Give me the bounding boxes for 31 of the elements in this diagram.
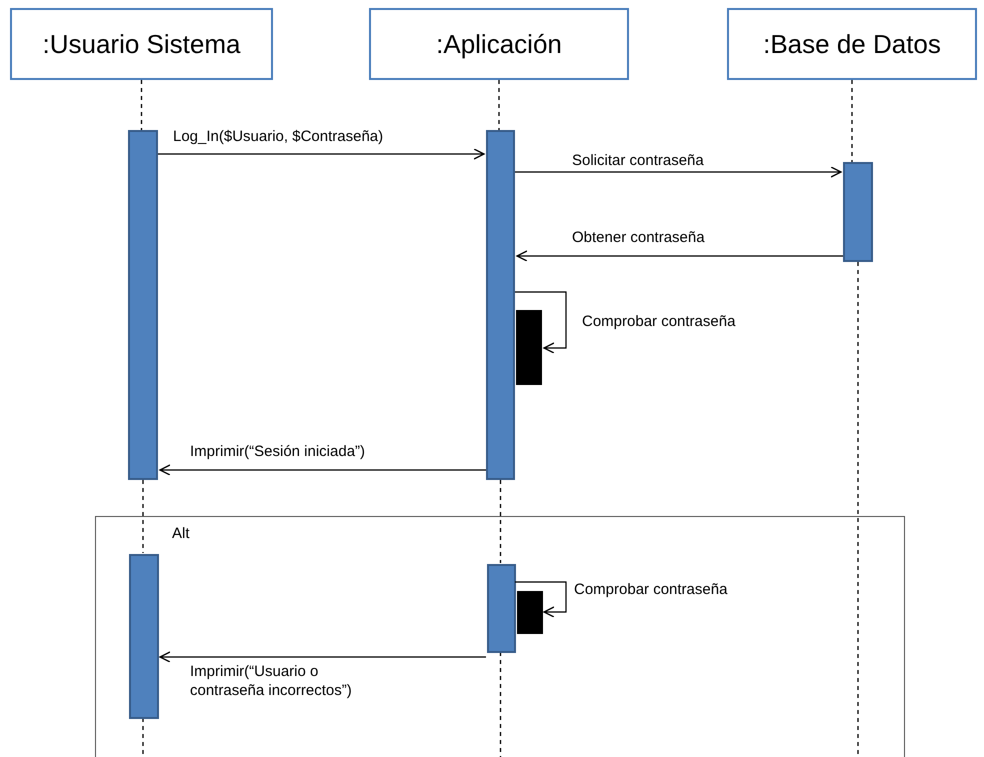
message-arrow: [515, 581, 567, 618]
lifeline: [142, 480, 144, 553]
activation-bar: [128, 130, 158, 480]
message-arrow: [515, 166, 842, 178]
message-arrow: [159, 464, 486, 476]
lifeline: [140, 80, 142, 130]
activation-bar: [487, 564, 516, 653]
edge-label: Log_In($Usuario, $Contraseña): [173, 127, 384, 146]
message-arrow: [515, 291, 567, 354]
alt-fragment-frame: [95, 516, 905, 757]
lifeline-header-box: :Aplicación: [369, 8, 629, 80]
lifeline: [857, 262, 859, 757]
lifeline-header-box: :Usuario Sistema: [10, 8, 273, 80]
message-arrow: [159, 651, 486, 663]
edge-label: Comprobar contraseña: [574, 580, 728, 599]
lifeline: [500, 480, 502, 563]
execution-block: [516, 310, 542, 385]
execution-block: [517, 591, 543, 634]
activation-bar: [486, 130, 515, 480]
edge-label: Imprimir(“Sesión iniciada”): [190, 442, 366, 461]
message-arrow: [516, 250, 843, 262]
activation-bar: [129, 554, 159, 719]
fragment-label: Alt: [172, 525, 190, 542]
lifeline: [851, 80, 853, 162]
lifeline: [498, 80, 500, 130]
lifeline: [142, 718, 144, 757]
activation-bar: [843, 162, 873, 262]
lifeline: [500, 652, 502, 757]
message-arrow: [158, 148, 485, 160]
lifeline-header-box: :Base de Datos: [727, 8, 977, 80]
edge-label: Comprobar contraseña: [582, 312, 736, 331]
